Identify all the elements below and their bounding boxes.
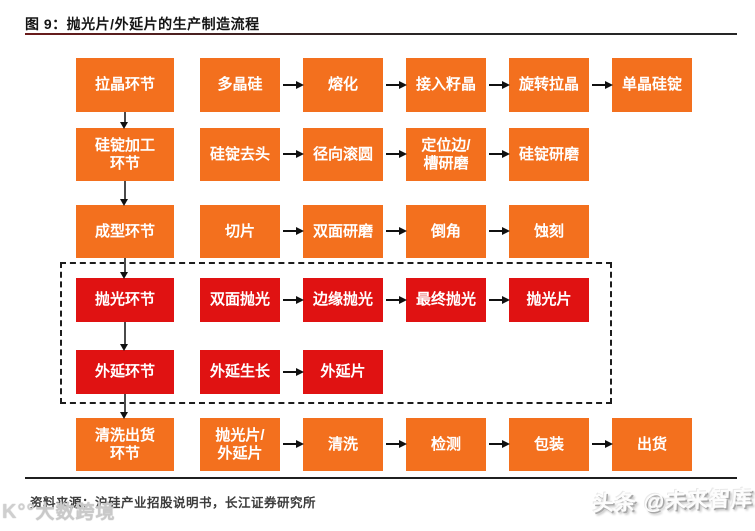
arrow-down-icon [121, 394, 128, 419]
arrow-right-icon [386, 439, 407, 448]
step-box-epitaxial-growth: 外延生长 [200, 350, 280, 394]
arrow-down-icon [121, 112, 128, 129]
arrow-right-icon [386, 80, 407, 89]
step-box-wafer-input: 抛光片/ 外延片 [200, 418, 280, 471]
arrow-right-icon [489, 295, 510, 304]
step-box-polysilicon: 多晶硅 [200, 58, 280, 112]
step-box-rotating-pulling: 旋转拉晶 [509, 58, 589, 112]
step-box-edge-polishing: 边缘抛光 [303, 278, 383, 322]
watermark-toutiao: 头条 @未来智库 [592, 487, 754, 516]
stage-box-epitaxy: 外延环节 [76, 350, 174, 394]
arrow-right-icon [592, 80, 613, 89]
stage-box-ingot-processing: 硅锭加工 环节 [76, 128, 174, 181]
step-box-etching: 蚀刻 [509, 205, 589, 258]
source-note: 资料来源：沪硅产业招股说明书，长江证券研究所 [30, 496, 317, 510]
figure-bottom-rule [25, 477, 737, 479]
step-box-double-side-polishing: 双面抛光 [200, 278, 280, 322]
arrow-down-icon [121, 258, 128, 279]
stage-box-shaping: 成型环节 [76, 205, 174, 258]
step-box-flat-notch-grinding: 定位边/ 槽研磨 [406, 128, 486, 181]
stage-box-crystal-pulling: 拉晶环节 [76, 58, 174, 112]
arrow-right-icon [283, 439, 304, 448]
step-box-polished-wafer: 抛光片 [509, 278, 589, 322]
step-box-melting: 熔化 [303, 58, 383, 112]
step-box-double-side-lapping: 双面研磨 [303, 205, 383, 258]
step-box-packaging: 包装 [509, 418, 589, 471]
dashed-highlight-box [60, 262, 612, 404]
step-box-inspection: 检测 [406, 418, 486, 471]
watermark-dashukuajing: K°°大数跨境 [2, 497, 115, 524]
step-box-final-polishing: 最终抛光 [406, 278, 486, 322]
arrow-right-icon [283, 80, 304, 89]
step-box-seed-crystal: 接入籽晶 [406, 58, 486, 112]
arrow-right-icon [386, 226, 407, 235]
arrow-right-icon [386, 295, 407, 304]
step-box-cleaning: 清洗 [303, 418, 383, 471]
step-box-slicing: 切片 [200, 205, 280, 258]
step-box-chamfering: 倒角 [406, 205, 486, 258]
stage-box-polishing: 抛光环节 [76, 278, 174, 322]
dashukuajing-logo-icon: K°° [2, 501, 36, 523]
arrow-right-icon [489, 149, 510, 158]
watermark-left-text: 大数跨境 [35, 502, 116, 523]
step-box-monocrystal-ingot: 单晶硅锭 [612, 58, 692, 112]
arrow-right-icon [489, 80, 510, 89]
arrow-right-icon [489, 439, 510, 448]
arrow-right-icon [592, 439, 613, 448]
step-box-shipping: 出货 [612, 418, 692, 471]
arrow-right-icon [283, 295, 304, 304]
title-underline [25, 33, 737, 35]
arrow-right-icon [489, 226, 510, 235]
arrow-right-icon [386, 149, 407, 158]
arrow-right-icon [283, 367, 304, 376]
step-box-radial-rounding: 径向滚圆 [303, 128, 383, 181]
step-box-ingot-grinding: 硅锭研磨 [509, 128, 589, 181]
arrow-down-icon [121, 181, 128, 206]
step-box-ingot-cutting-head: 硅锭去头 [200, 128, 280, 181]
stage-box-cleaning-shipping: 清洗出货 环节 [76, 418, 174, 471]
arrow-down-icon [121, 322, 128, 351]
step-box-epitaxial-wafer: 外延片 [303, 350, 383, 394]
figure-title: 图 9：抛光片/外延片的生产制造流程 [25, 16, 260, 32]
arrow-right-icon [283, 149, 304, 158]
arrow-right-icon [283, 226, 304, 235]
